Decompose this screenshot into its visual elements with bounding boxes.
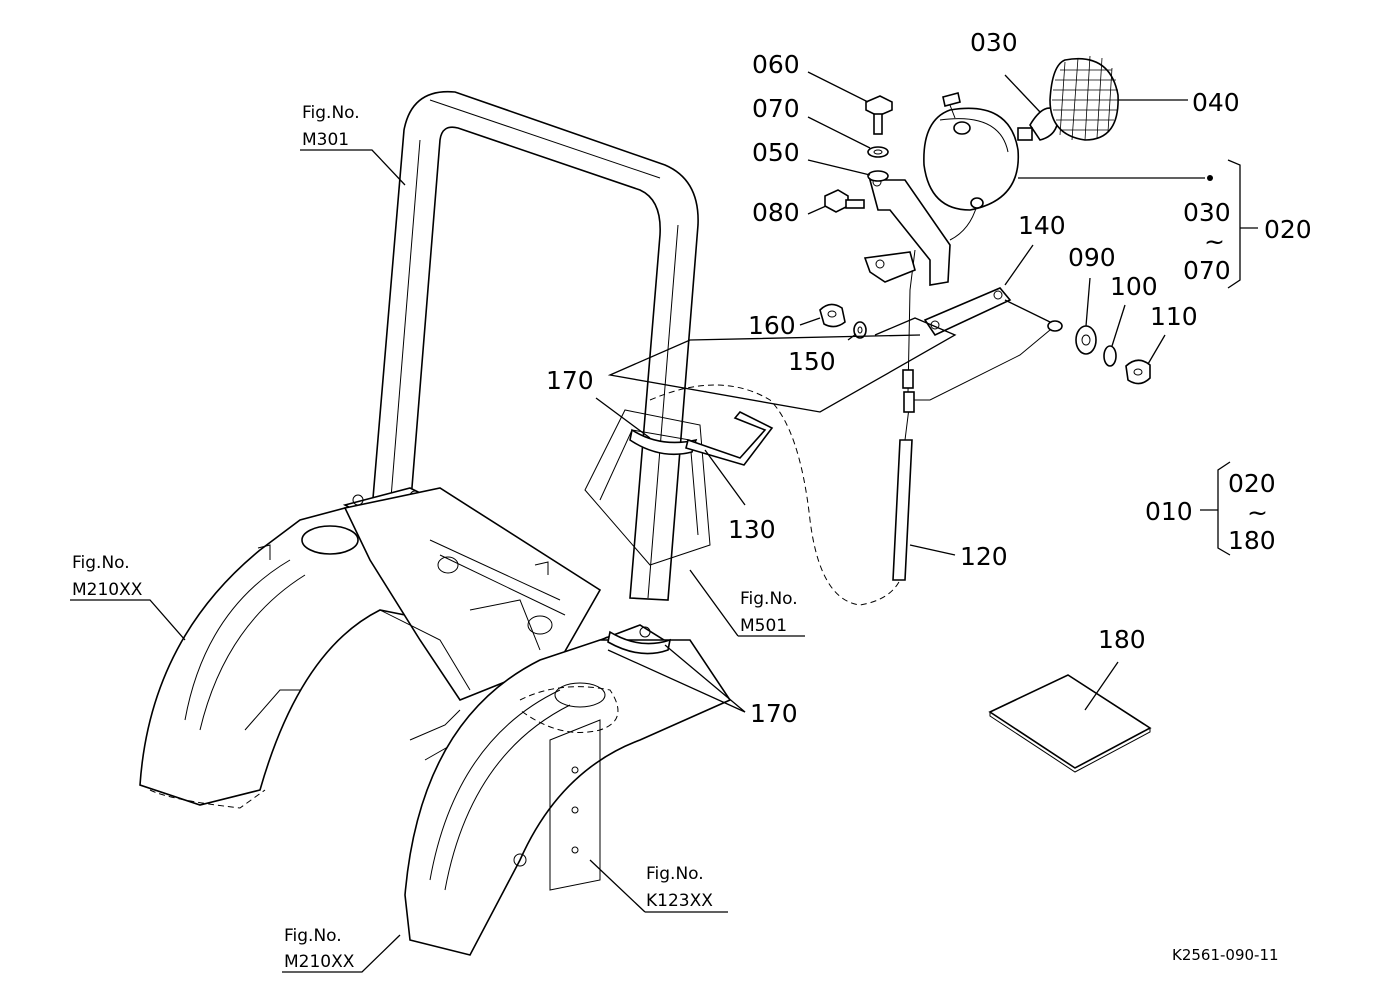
group-020-tilde: ~ bbox=[1204, 227, 1225, 256]
group-010-to: 180 bbox=[1228, 526, 1276, 555]
callout-150: 150 bbox=[788, 347, 836, 376]
bolt-080 bbox=[824, 189, 865, 213]
group-010-label: 010 bbox=[1145, 497, 1193, 526]
fig-ref-m301: Fig.No. M301 bbox=[302, 103, 360, 150]
fig-ref-m210xx-bottom: Fig.No. M210XX bbox=[284, 926, 355, 972]
callout-170-top: 170 bbox=[546, 366, 594, 395]
group-020-to: 070 bbox=[1183, 256, 1231, 285]
lamp-stay bbox=[863, 177, 951, 286]
lens-040 bbox=[1049, 55, 1119, 141]
washer-090 bbox=[1075, 325, 1097, 355]
nut-160 bbox=[819, 303, 846, 328]
clamp-170-upper bbox=[629, 428, 698, 456]
fig-ref-label: Fig.No. bbox=[72, 553, 130, 573]
group-020: 030 ~ 070 020 bbox=[1183, 198, 1312, 285]
group-020-from: 030 bbox=[1183, 198, 1231, 227]
fig-ref-k123xx: Fig.No. K123XX bbox=[646, 864, 713, 911]
callout-120: 120 bbox=[960, 542, 1008, 571]
callout-050: 050 bbox=[752, 138, 800, 167]
wire-harness-120 bbox=[519, 249, 1063, 733]
group-010-from: 020 bbox=[1228, 469, 1276, 498]
fig-ref-m210xx-left: Fig.No. M210XX bbox=[72, 553, 143, 600]
washer-050 bbox=[867, 170, 889, 182]
callout-030: 030 bbox=[970, 28, 1018, 57]
group-010-tilde: ~ bbox=[1247, 498, 1268, 527]
callout-140: 140 bbox=[1018, 211, 1066, 240]
callout-labels: 060 070 050 080 030 040 140 090 100 110 … bbox=[546, 28, 1240, 728]
drawing-code: K2561-090-11 bbox=[1172, 946, 1279, 964]
callout-040: 040 bbox=[1192, 88, 1240, 117]
callout-110: 110 bbox=[1150, 302, 1198, 331]
bolt-060 bbox=[865, 95, 893, 135]
fig-ref-number: M210XX bbox=[284, 952, 355, 972]
fig-ref-label: Fig.No. bbox=[740, 589, 798, 609]
bulb-030 bbox=[1017, 107, 1059, 141]
washer-100 bbox=[1103, 345, 1117, 367]
fig-ref-m501: Fig.No. M501 bbox=[740, 589, 798, 636]
washer-070 bbox=[867, 146, 889, 158]
callout-180: 180 bbox=[1098, 625, 1146, 654]
callout-170-bottom: 170 bbox=[750, 699, 798, 728]
manual-180 bbox=[988, 674, 1152, 773]
callout-090: 090 bbox=[1068, 243, 1116, 272]
leader-lines bbox=[70, 71, 1258, 973]
lamp-housing bbox=[923, 92, 1020, 241]
fig-ref-number: M210XX bbox=[72, 580, 143, 600]
callout-060: 060 bbox=[752, 50, 800, 79]
callout-080: 080 bbox=[752, 198, 800, 227]
group-010: 010 020 ~ 180 bbox=[1145, 469, 1276, 555]
washer-150 bbox=[853, 321, 867, 339]
right-fender bbox=[404, 639, 732, 956]
fig-ref-number: M301 bbox=[302, 130, 349, 150]
callout-160: 160 bbox=[748, 311, 796, 340]
hook-130 bbox=[685, 411, 774, 466]
callout-100: 100 bbox=[1110, 272, 1158, 301]
clamp-170-lower bbox=[607, 630, 672, 655]
callout-130: 130 bbox=[728, 515, 776, 544]
fig-ref-number: K123XX bbox=[646, 891, 713, 911]
fig-ref-number: M501 bbox=[740, 616, 787, 636]
fig-ref-label: Fig.No. bbox=[646, 864, 704, 884]
group-020-label: 020 bbox=[1264, 215, 1312, 244]
callout-070: 070 bbox=[752, 94, 800, 123]
fig-ref-label: Fig.No. bbox=[302, 103, 360, 123]
nut-110 bbox=[1125, 359, 1151, 385]
fig-ref-label: Fig.No. bbox=[284, 926, 342, 946]
panel-m501 bbox=[584, 409, 711, 566]
